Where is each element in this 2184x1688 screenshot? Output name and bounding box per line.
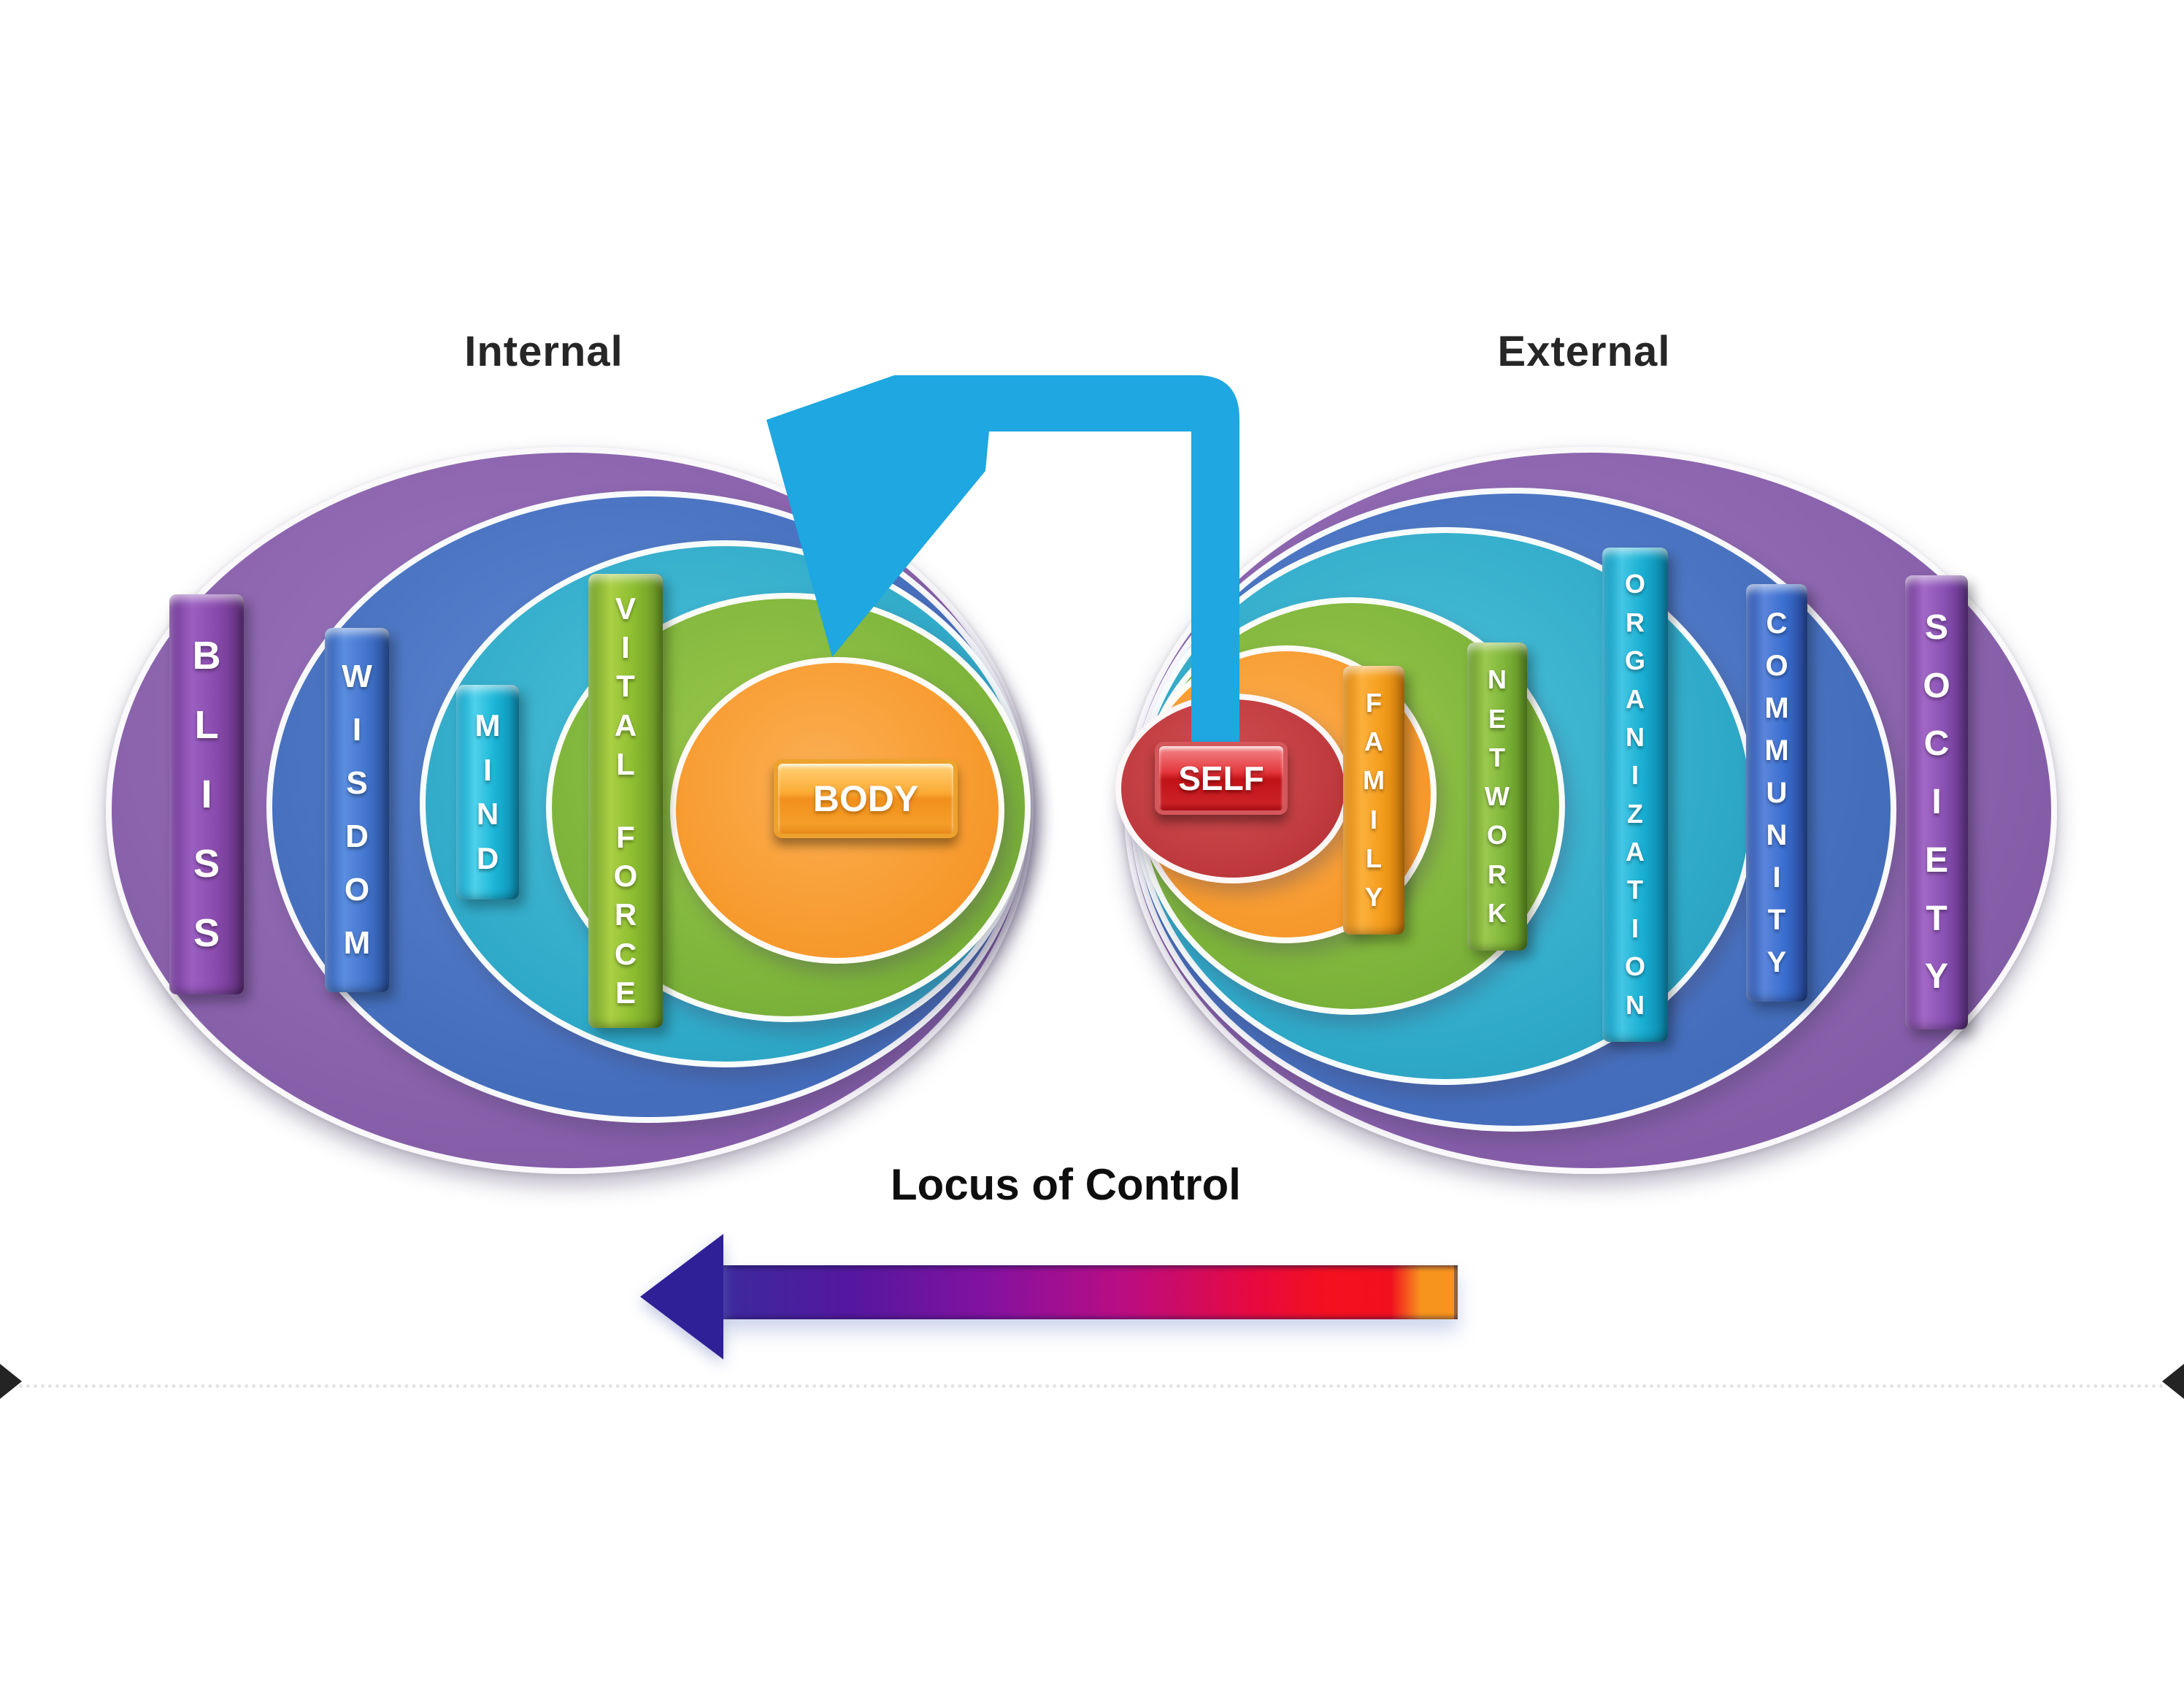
locus-arrow-head-icon: [640, 1234, 723, 1359]
external-title: External: [1497, 328, 1671, 375]
edge-artifact-left: [0, 1364, 22, 1399]
internal-title: Internal: [464, 328, 623, 375]
faint-dotted-rule: [19, 1384, 2165, 1388]
self-button: SELF: [1155, 742, 1288, 815]
locus-of-control-caption: Locus of Control: [891, 1160, 1241, 1209]
edge-artifact-right: [2162, 1364, 2184, 1399]
body-button: BODY: [774, 759, 958, 838]
locus-arrow-body: [719, 1265, 1458, 1319]
